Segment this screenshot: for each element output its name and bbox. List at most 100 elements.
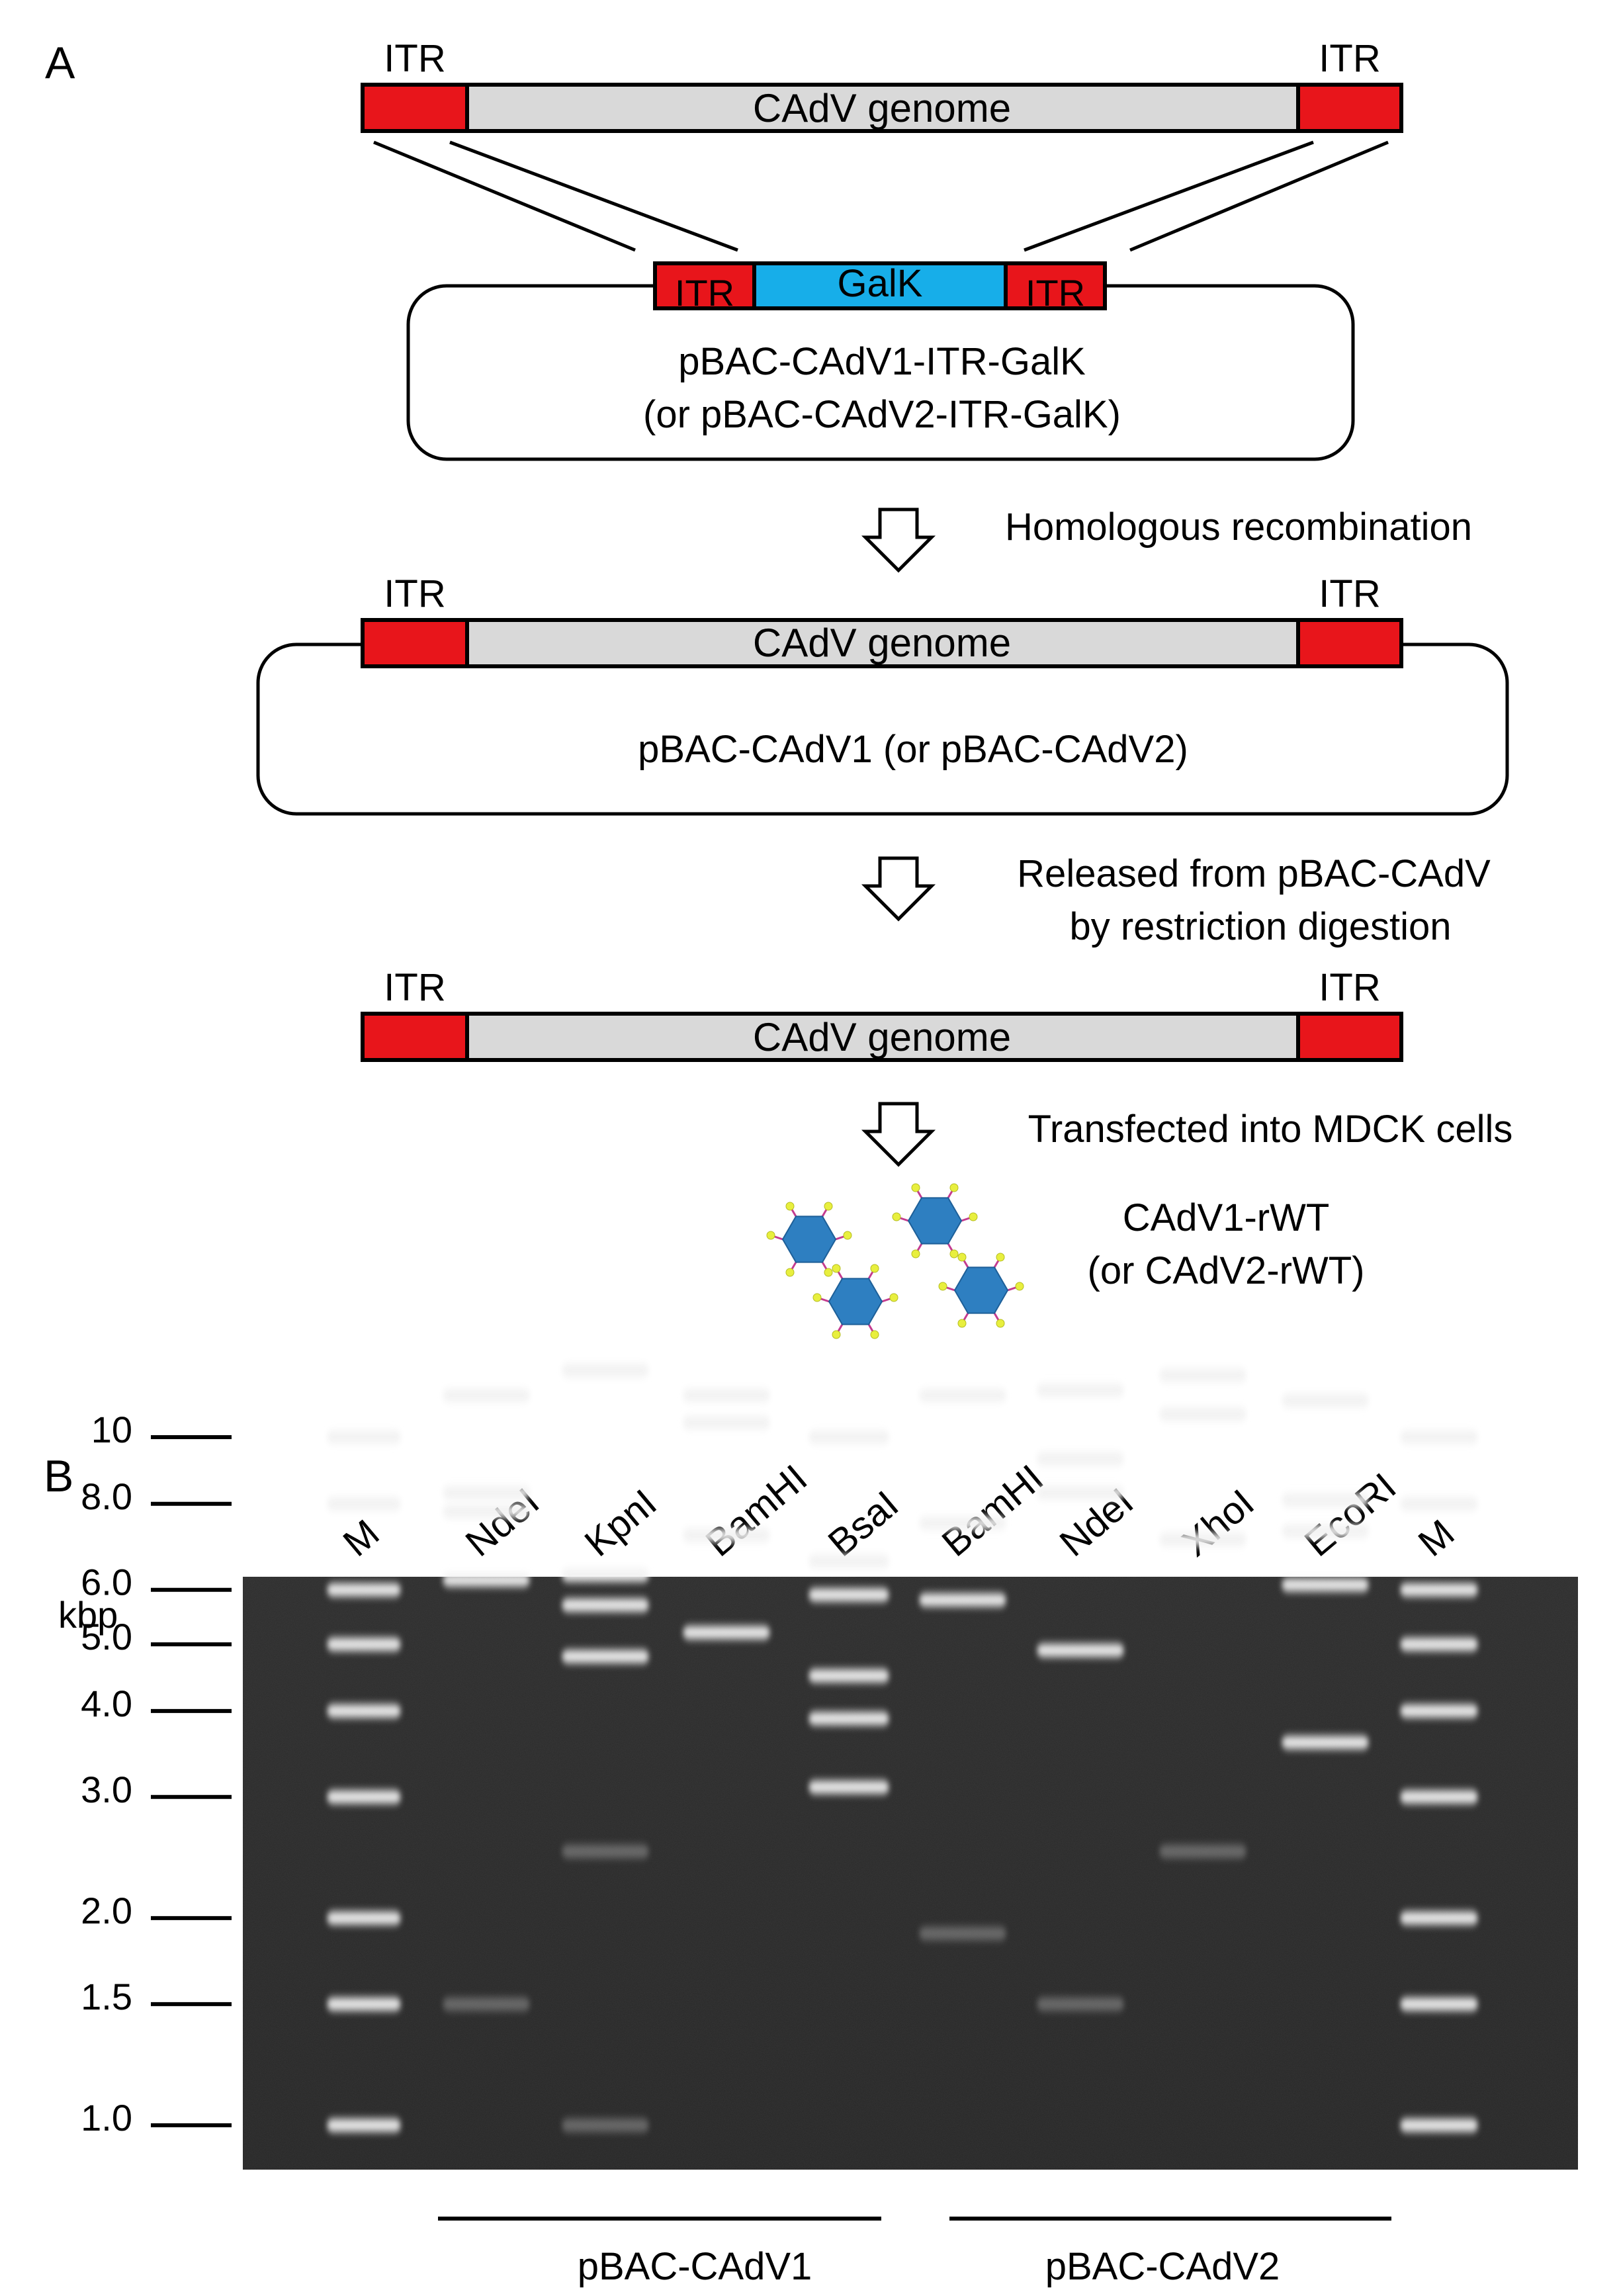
released-itr-right — [1296, 1012, 1403, 1062]
gel-band — [1037, 1486, 1124, 1500]
lane-label: BsaI — [820, 1483, 907, 1565]
itr-right-box — [1296, 83, 1403, 133]
gel-band — [327, 1911, 401, 1925]
gel-band — [1037, 1452, 1124, 1466]
gel-band — [919, 1593, 1006, 1607]
size-tick-label: 4.0 — [81, 1683, 132, 1724]
gel-band — [809, 1712, 889, 1726]
genome-construct-top: CAdV genome ITR ITR — [361, 37, 1403, 133]
gel-band — [327, 1583, 401, 1597]
gel-band — [1400, 1497, 1478, 1511]
size-tick-label: 3.0 — [81, 1769, 132, 1810]
gel-band — [1400, 1997, 1478, 2011]
group2-label: pBAC-CAdV2 — [1045, 2245, 1280, 2288]
gel-band — [443, 1388, 530, 1402]
virus-alt-name: (or CAdV2-rWT) — [1088, 1249, 1365, 1292]
gel-band — [327, 2119, 401, 2132]
released-itr-left-label: ITR — [384, 966, 445, 1009]
lane-label: BamHI — [698, 1456, 816, 1565]
step3-label: Transfected into MDCK cells — [1028, 1108, 1513, 1151]
recombination-crossover-lines — [373, 140, 1389, 252]
lane-label: KpnI — [577, 1481, 665, 1564]
genome-label: CAdV genome — [753, 86, 1011, 130]
galk-itr-left — [653, 261, 756, 310]
gel-band — [1159, 1368, 1247, 1382]
galk-itr-left-label: ITR — [675, 272, 734, 314]
panel-b-label: B — [44, 1451, 73, 1501]
lane-label: BamHI — [934, 1456, 1052, 1565]
gel-band — [562, 2119, 649, 2132]
plasmid-itr-left — [361, 618, 469, 668]
virion-icon — [891, 1182, 979, 1259]
gel-band — [683, 1415, 770, 1429]
gel-band — [809, 1669, 889, 1683]
gel-band — [562, 1364, 649, 1378]
itr-right-label: ITR — [1319, 37, 1380, 80]
step2-label-line2: by restriction digestion — [1069, 905, 1451, 948]
gel-band — [327, 1704, 401, 1718]
gel-band — [327, 1790, 401, 1804]
lane-label: M — [1411, 1511, 1463, 1565]
size-ticks: 108.06.05.04.03.02.01.51.0 — [81, 1409, 232, 2139]
size-tick-label: 8.0 — [81, 1476, 132, 1517]
plasmid-genome: CAdV genome ITR ITR pBAC-CAdV1 (or pBAC-… — [256, 572, 1509, 816]
released-genome: CAdV genome ITR ITR — [361, 966, 1403, 1062]
plasmid-itr-right — [1296, 618, 1403, 668]
gel-band — [562, 1568, 649, 1582]
gel-band — [1159, 1532, 1247, 1546]
gel-band — [809, 1588, 889, 1602]
step-arrow-2 — [865, 858, 932, 919]
plasmid-genome-body — [361, 618, 1403, 668]
group1-label: pBAC-CAdV1 — [578, 2245, 812, 2288]
gel-band — [443, 1573, 530, 1587]
gel-band — [919, 1927, 1006, 1941]
gel-band — [809, 1554, 889, 1568]
gel-band — [562, 1845, 649, 1859]
gel-band — [1037, 1644, 1124, 1657]
plasmid-galk-alt-name: (or pBAC-CAdV2-ITR-GalK) — [643, 393, 1121, 436]
gel-band — [327, 1497, 401, 1511]
gel-band — [683, 1626, 770, 1640]
gel-band — [919, 1388, 1006, 1402]
gel-band — [919, 1516, 1006, 1530]
plasmid-genome-label: CAdV genome — [753, 621, 1011, 665]
itr-left-label: ITR — [384, 37, 445, 80]
panel-a-label: A — [45, 38, 75, 88]
gel-band — [1400, 1431, 1478, 1444]
gel-band — [1282, 1736, 1369, 1749]
size-tick-label: 10 — [91, 1409, 132, 1450]
gel-band — [683, 1528, 770, 1542]
gel-band — [1037, 1384, 1124, 1397]
gel-band — [443, 1997, 530, 2011]
gel-band — [809, 1780, 889, 1794]
unit-label: kbp — [58, 1594, 118, 1636]
gel-band — [1400, 1911, 1478, 1925]
released-itr-left — [361, 1012, 469, 1062]
lane-label: XhoI — [1174, 1481, 1262, 1564]
gel-band — [1037, 1997, 1124, 2011]
plasmid-itr-right-label: ITR — [1319, 572, 1380, 615]
gel-band — [1159, 1845, 1247, 1859]
panel-a: A CAdV genome ITR ITR ITR ITR GalK pBA — [45, 37, 1513, 1340]
released-genome-label: CAdV genome — [753, 1015, 1011, 1059]
gel-band — [1159, 1407, 1247, 1421]
gel-band — [1400, 2119, 1478, 2132]
gel-band — [809, 1431, 889, 1444]
galk-label: GalK — [838, 262, 923, 305]
gel-band — [443, 1486, 530, 1500]
step-arrow-1 — [865, 509, 932, 570]
size-tick-label: 1.5 — [81, 1976, 132, 2017]
step2-label-line1: Released from pBAC-CAdV — [1017, 852, 1491, 895]
gel-band — [683, 1388, 770, 1402]
gel-band — [562, 1650, 649, 1663]
gel-band — [1400, 1704, 1478, 1718]
plasmid-name: pBAC-CAdV1 (or pBAC-CAdV2) — [638, 728, 1188, 771]
gel-band — [1282, 1393, 1369, 1407]
gel-band — [1282, 1578, 1369, 1592]
gel-band — [327, 1638, 401, 1652]
gel-band — [1282, 1524, 1369, 1538]
gel-band — [327, 1431, 401, 1444]
gel-band — [1400, 1790, 1478, 1804]
size-tick-label: 1.0 — [81, 2097, 132, 2139]
